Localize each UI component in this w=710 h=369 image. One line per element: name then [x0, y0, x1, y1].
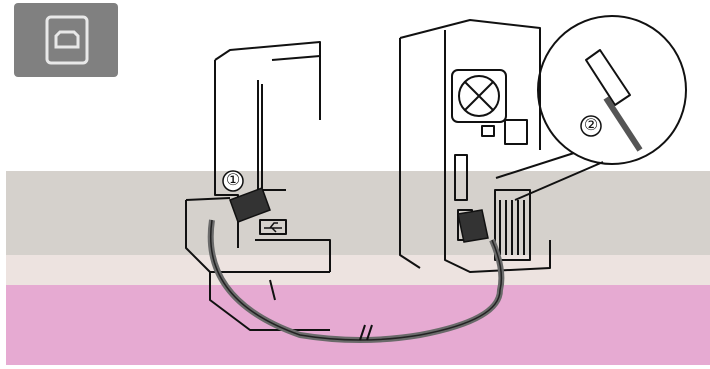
computer-usb-plug	[458, 210, 488, 242]
printer-usb-port	[260, 220, 286, 234]
tower-front	[400, 38, 420, 268]
tower-back-panel	[445, 30, 550, 272]
step2-label: ②	[581, 115, 601, 134]
printer-top-edge	[215, 42, 320, 120]
printer-left-edge	[215, 60, 238, 248]
printer-usb-plug	[230, 188, 270, 222]
zoom-callout-circle	[538, 16, 686, 164]
step1-label: ①	[223, 170, 243, 189]
tower-top	[400, 20, 540, 150]
usb-symbol-icon	[264, 223, 282, 232]
